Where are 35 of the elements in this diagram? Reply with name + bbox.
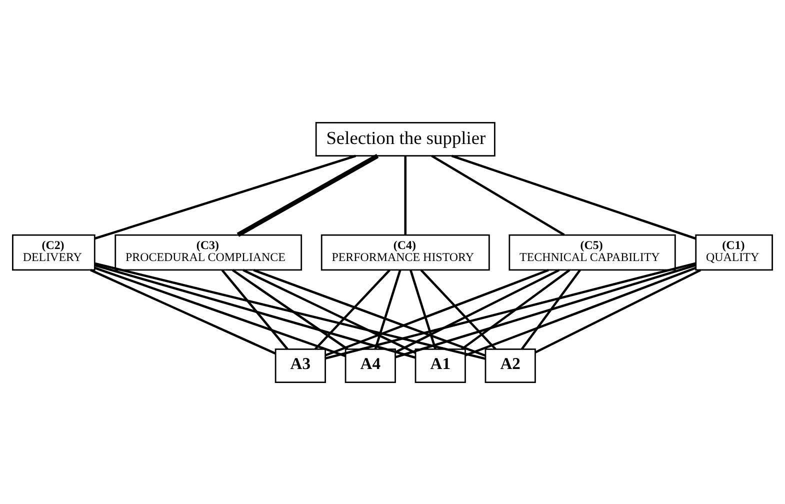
connector bbox=[461, 268, 570, 350]
connector bbox=[253, 268, 486, 356]
connector bbox=[395, 264, 696, 358]
connector bbox=[242, 268, 416, 354]
node-box: (C1) QUALITY bbox=[695, 234, 773, 270]
node-box: Selection the supplier bbox=[315, 122, 496, 156]
connector bbox=[94, 264, 416, 358]
node-box: (C3) PROCEDURAL COMPLIANCE bbox=[114, 234, 302, 270]
connector bbox=[314, 268, 391, 350]
connector bbox=[420, 268, 496, 350]
connector bbox=[534, 268, 702, 353]
connector bbox=[395, 268, 560, 353]
connector bbox=[520, 268, 581, 350]
connector bbox=[451, 154, 696, 240]
node-box: (C5) TECHNICAL CAPABILITY bbox=[508, 234, 676, 270]
node-box: A3 bbox=[274, 348, 326, 382]
node-box: A1 bbox=[414, 348, 466, 382]
connector bbox=[465, 266, 696, 356]
connector bbox=[232, 268, 348, 350]
connector bbox=[94, 154, 356, 240]
connector bbox=[221, 268, 288, 350]
node-box: (C4) PERFORMANCE HISTORY bbox=[320, 234, 490, 270]
node-box: A2 bbox=[484, 348, 536, 382]
connector bbox=[236, 153, 379, 236]
connector bbox=[431, 154, 565, 236]
connector bbox=[325, 268, 549, 356]
node-box: (C2) DELIVERY bbox=[12, 234, 96, 270]
connector bbox=[94, 266, 346, 357]
connector bbox=[325, 262, 696, 360]
connector bbox=[94, 262, 486, 360]
node-box: A4 bbox=[344, 348, 396, 382]
connector bbox=[410, 269, 437, 349]
connector bbox=[90, 268, 276, 354]
connector bbox=[374, 269, 402, 349]
connector bbox=[404, 155, 407, 234]
